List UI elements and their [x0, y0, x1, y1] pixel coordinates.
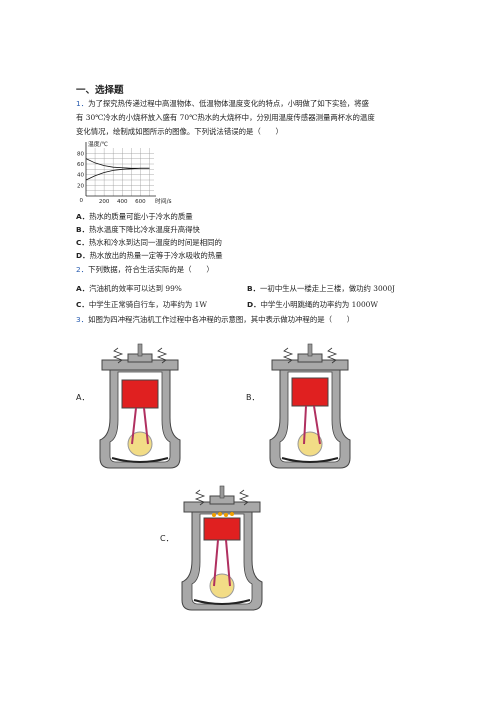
valve-springs: [112, 347, 168, 364]
crankshaft: [209, 573, 235, 599]
option-text: 热水温度下降比冷水温度升高得快: [89, 225, 200, 234]
option-label: A．: [76, 212, 90, 221]
question-1-text-1: 为了探究热传递过程中高温物体、低温物体温度变化的特点，小明做了如下实验，将盛: [88, 99, 369, 108]
series-line: [85, 167, 150, 181]
crankshaft: [127, 431, 153, 457]
valve-springs: [194, 489, 250, 506]
piston: [203, 517, 241, 541]
question-1-options: A．热水的质量可能小于冷水的质量 B．热水温度下降比冷水温度升高得快 C．热水和…: [76, 210, 376, 262]
option-text: 中学生正常骑自行车，功率约为 1W: [88, 300, 207, 309]
question-1: 1．为了探究热传递过程中高温物体、低温物体温度变化的特点，小明做了如下实验，将盛…: [76, 97, 436, 139]
question-3: 3．如图为四冲程汽油机工作过程中各冲程的示意图，其中表示做功冲程的是（ ）: [76, 313, 354, 327]
option-text: 热水放出的热量一定等于冷水吸收的热量: [89, 251, 223, 260]
option-d: D．热水放出的热量一定等于冷水吸收的热量: [76, 249, 376, 262]
engine-head: [271, 343, 349, 371]
option-label: A．: [76, 284, 90, 293]
option-text: 一初中生从一楼走上三楼，做功约 3000J: [260, 284, 396, 293]
y-axis-label: 温度/℃: [88, 140, 109, 148]
q2-option-a: A．汽油机的效率可以达到 99%: [76, 282, 182, 295]
rotation-arrow: [281, 457, 339, 463]
question-1-line-2: 有 30℃冷水的小烧杯放入盛有 70℃热水的大烧杯中，分别用温度传感器测量两杯水…: [76, 113, 375, 122]
spark-icon: [212, 512, 234, 517]
option-b: B．热水温度下降比冷水温度升高得快: [76, 223, 376, 236]
option-text: 汽油机的效率可以达到 99%: [89, 284, 182, 293]
option-text: 热水的质量可能小于冷水的质量: [89, 212, 193, 221]
temperature-chart: 20 40 60 80 200 400 600 0 温度/℃ 时间/s: [77, 140, 172, 205]
engine-a-label: A．: [76, 393, 90, 402]
question-2-text: 下列数据，符合生活实际的是（ ）: [88, 265, 214, 274]
valve-springs: [282, 347, 338, 364]
option-label: D．: [247, 300, 261, 309]
question-3-number: 3．: [76, 315, 89, 324]
option-text: 热水和冷水到达同一温度的时间是相同的: [88, 238, 222, 247]
option-c: C．热水和冷水到达同一温度的时间是相同的: [76, 236, 376, 249]
option-label: C．: [76, 300, 89, 309]
question-2: 2．下列数据，符合生活实际的是（ ）: [76, 263, 214, 277]
piston: [121, 379, 159, 409]
option-label: B．: [76, 225, 90, 234]
series-line: [85, 158, 150, 169]
option-text: 中学生小明跳绳的功率约为 1000W: [260, 300, 378, 309]
option-label: C．: [76, 238, 89, 247]
section-title: 一、选择题: [76, 85, 124, 96]
option-label: B．: [247, 284, 261, 293]
question-2-number: 2．: [76, 265, 89, 274]
engine-diagram-b: [269, 343, 351, 469]
engine-head: [183, 485, 261, 513]
q2-option-c: C．中学生正常骑自行车，功率约为 1W: [76, 298, 207, 311]
option-a: A．热水的质量可能小于冷水的质量: [76, 210, 376, 223]
connecting-rod: [213, 539, 231, 587]
rotation-arrow: [193, 599, 251, 605]
connecting-rod: [303, 405, 321, 445]
engine-diagram-a: [99, 343, 181, 469]
engine-diagram-c: [181, 485, 263, 611]
engine-c-label: C．: [160, 534, 174, 543]
x-tick-label: 400: [117, 199, 128, 205]
engine-b-label: B．: [246, 393, 260, 402]
origin-label: 0: [80, 198, 84, 204]
connecting-rod: [131, 407, 149, 445]
question-3-text: 如图为四冲程汽油机工作过程中各冲程的示意图，其中表示做功冲程的是（ ）: [88, 315, 355, 324]
q2-option-b: B．一初中生从一楼走上三楼，做功约 3000J: [247, 282, 395, 295]
x-tick-label: 200: [99, 199, 110, 205]
question-1-number: 1．: [76, 99, 89, 108]
q2-option-d: D．中学生小明跳绳的功率约为 1000W: [247, 298, 378, 311]
y-tick-label: 20: [77, 183, 84, 189]
engine-head: [101, 343, 179, 371]
y-tick-label: 40: [77, 173, 84, 179]
option-label: D．: [76, 251, 90, 260]
x-axis-label: 时间/s: [155, 197, 172, 205]
question-1-line-1: 1．为了探究热传递过程中高温物体、低温物体温度变化的特点，小明做了如下实验，将盛: [76, 97, 436, 111]
y-tick-label: 80: [77, 151, 84, 157]
y-tick-label: 60: [77, 162, 84, 168]
question-1-line-3: 变化情况，绘制成如图所示的图像。下列说法错误的是（ ）: [76, 127, 283, 136]
piston: [291, 377, 329, 407]
x-tick-label: 600: [135, 199, 146, 205]
rotation-arrow: [111, 457, 169, 463]
